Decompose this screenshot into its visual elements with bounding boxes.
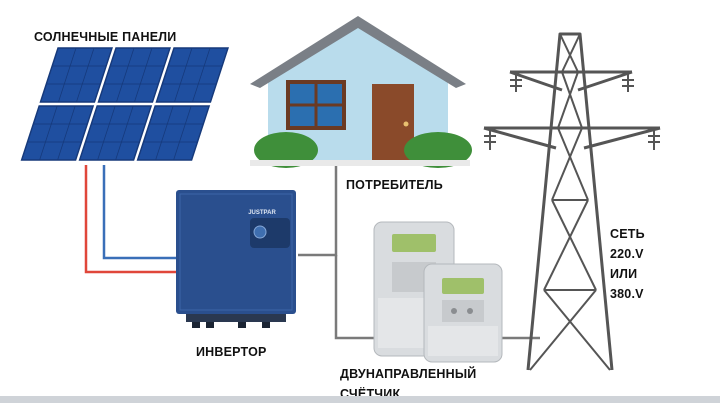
label-consumer: ПОТРЕБИТЕЛЬ — [346, 178, 443, 192]
bush-left — [254, 132, 318, 168]
inverter-connectors — [192, 322, 270, 328]
wire-ac-to-meter — [334, 255, 378, 340]
solar-panel-cell — [20, 105, 95, 161]
house-icon — [250, 16, 472, 168]
label-grid-line4: 380.V — [610, 287, 644, 301]
solar-panel-cell — [97, 47, 171, 103]
transmission-tower-icon — [483, 32, 661, 371]
solar-panels-icon — [20, 47, 229, 161]
bush-right — [404, 132, 472, 168]
label-inverter: ИНВЕРТОР — [196, 345, 267, 359]
tower-insulators — [484, 72, 660, 150]
wires — [84, 155, 540, 340]
label-meter-line1: ДВУНАПРАВЛЕННЫЙ — [340, 367, 477, 381]
inverter-body — [176, 190, 296, 314]
wire-ac-inverter-to-house — [298, 155, 338, 257]
bidirectional-meters-icon — [373, 221, 503, 363]
bottom-bar — [0, 396, 720, 403]
inverter-brand: JUSTPAR — [248, 210, 276, 216]
wire-red-dc — [84, 165, 200, 274]
label-grid-line1: СЕТЬ — [610, 227, 645, 241]
solar-panel-cell — [39, 47, 113, 103]
label-solar-panels: СОЛНЕЧНЫЕ ПАНЕЛИ — [34, 30, 177, 44]
tower-lattice — [529, 33, 611, 371]
wire-blue-dc — [102, 165, 200, 260]
inverter-icon: JUSTPAR — [176, 190, 296, 328]
label-grid-voltage: СЕТЬ 220.V ИЛИ 380.V — [610, 224, 645, 304]
meter-front — [423, 263, 503, 363]
solar-panel-cell — [155, 47, 229, 103]
house-roof — [250, 16, 466, 88]
solar-panel-cell — [78, 105, 153, 161]
label-grid-line2: 220.V — [610, 247, 644, 261]
label-grid-line3: ИЛИ — [610, 267, 638, 281]
solar-panel-cell — [136, 105, 211, 161]
